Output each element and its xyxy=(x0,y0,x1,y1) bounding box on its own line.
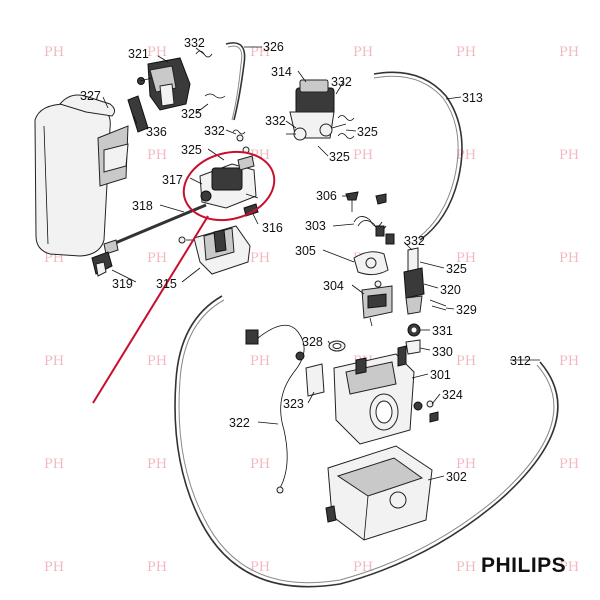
cable-322 xyxy=(245,324,305,494)
screw-306 xyxy=(345,191,387,212)
label-323: 323 xyxy=(283,397,304,411)
watermark: PH xyxy=(456,251,476,266)
label-325-a: 325 xyxy=(181,107,202,121)
label-322: 322 xyxy=(229,416,250,430)
watermark: PH xyxy=(559,148,579,163)
label-324: 324 xyxy=(442,388,463,402)
hose-326 xyxy=(225,42,246,121)
watermark: PH xyxy=(250,251,270,266)
label-304: 304 xyxy=(323,279,344,293)
label-325-e: 325 xyxy=(446,262,467,276)
brand-logo: PHILIPS xyxy=(481,554,566,577)
watermark: PH xyxy=(250,148,270,163)
label-313: 313 xyxy=(462,91,483,105)
watermark: PH xyxy=(559,354,579,369)
highlight-arrow xyxy=(92,215,209,404)
label-318: 318 xyxy=(132,199,153,213)
gasket-305 xyxy=(353,251,389,276)
label-319: 319 xyxy=(112,277,133,291)
fitting-330 xyxy=(405,339,421,355)
watermark: PH xyxy=(456,457,476,472)
label-303: 303 xyxy=(305,219,326,233)
bolts-324 xyxy=(413,400,439,423)
highlight-circle xyxy=(182,150,276,222)
watermark: PH xyxy=(44,560,64,575)
watermark: PH xyxy=(353,45,373,60)
highlight-annotation xyxy=(92,150,276,404)
label-317: 317 xyxy=(162,173,183,187)
watermark: PH xyxy=(456,354,476,369)
oring-331 xyxy=(407,323,421,337)
leader-lines xyxy=(102,46,540,481)
watermark: PH xyxy=(456,45,476,60)
label-332-d: 332 xyxy=(265,114,286,128)
watermark: PH xyxy=(456,148,476,163)
connector-319 xyxy=(91,251,113,277)
watermark: PH xyxy=(147,251,167,266)
watermark: PH xyxy=(559,45,579,60)
label-325-c: 325 xyxy=(357,125,378,139)
watermark: PH xyxy=(147,45,167,60)
label-306: 306 xyxy=(316,189,337,203)
label-326: 326 xyxy=(263,40,284,54)
clip-329 xyxy=(429,299,447,311)
pipe-318 xyxy=(103,203,207,255)
label-332-b: 332 xyxy=(204,124,225,138)
watermark: PH xyxy=(44,354,64,369)
watermark: PH xyxy=(559,251,579,266)
water-tank-327 xyxy=(34,94,129,257)
watermark: PH xyxy=(147,457,167,472)
watermark: PH xyxy=(147,354,167,369)
label-336: 336 xyxy=(146,125,167,139)
part-labels: 321 332 326 327 336 325 332 325 317 318 … xyxy=(80,36,531,484)
label-332-a: 332 xyxy=(184,36,205,50)
housing-302 xyxy=(325,445,433,541)
label-316: 316 xyxy=(262,221,283,235)
label-314: 314 xyxy=(271,65,292,79)
label-327: 327 xyxy=(80,89,101,103)
label-325-d: 325 xyxy=(329,150,350,164)
watermark: PH xyxy=(456,560,476,575)
watermark: PH xyxy=(559,457,579,472)
hose-312 xyxy=(174,295,559,588)
watermark: PH xyxy=(147,560,167,575)
label-302: 302 xyxy=(446,470,467,484)
bracket-323 xyxy=(295,351,325,397)
solenoid-valve-314 xyxy=(286,79,355,141)
wire-harness-303 xyxy=(353,216,395,245)
label-329: 329 xyxy=(456,303,477,317)
label-331: 331 xyxy=(432,324,453,338)
solenoid-valve-317 xyxy=(199,155,259,209)
base-315 xyxy=(178,225,251,275)
watermark: PH xyxy=(353,148,373,163)
label-328: 328 xyxy=(302,335,323,349)
watermark: PH xyxy=(250,560,270,575)
thermostat-304 xyxy=(361,280,393,327)
hose-313 xyxy=(373,71,463,241)
label-315: 315 xyxy=(156,277,177,291)
label-330: 330 xyxy=(432,345,453,359)
label-320: 320 xyxy=(440,283,461,297)
watermark: PH xyxy=(147,148,167,163)
label-325-b: 325 xyxy=(181,143,202,157)
watermark: PH xyxy=(250,354,270,369)
screw-316 xyxy=(243,203,259,217)
lever-assembly-321 xyxy=(137,57,191,111)
watermark: PH xyxy=(250,45,270,60)
watermark: PH xyxy=(44,45,64,60)
label-321: 321 xyxy=(128,47,149,61)
watermark: PH xyxy=(559,560,579,575)
label-332-e: 332 xyxy=(404,234,425,248)
boiler-301 xyxy=(333,345,415,445)
spring-336 xyxy=(127,95,149,133)
connector-320 xyxy=(403,247,425,315)
label-301: 301 xyxy=(430,368,451,382)
label-312: 312 xyxy=(510,354,531,368)
watermark: PH xyxy=(250,457,270,472)
label-305: 305 xyxy=(295,244,316,258)
ring-328 xyxy=(328,340,346,352)
watermark: PH xyxy=(44,457,64,472)
label-332-c: 332 xyxy=(331,75,352,89)
